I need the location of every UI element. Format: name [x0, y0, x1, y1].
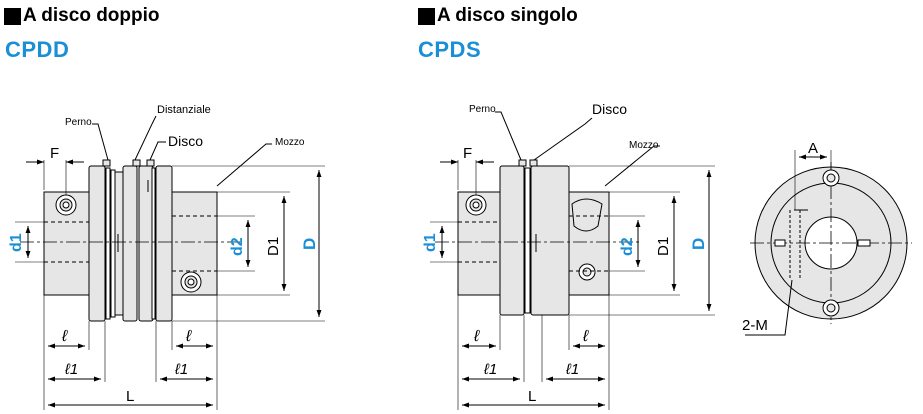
spacer-right-plate — [138, 165, 154, 322]
right-flange — [155, 165, 173, 322]
cpdd-D1-label: D1 — [265, 237, 282, 256]
cpds-A-label: A — [808, 140, 818, 157]
cpds-d1-label: d1 — [422, 233, 439, 252]
disc-pack-right — [151, 167, 156, 320]
cpdd-disco-label: Disco — [168, 133, 203, 149]
cpdd-perno-label: Perno — [65, 117, 92, 128]
black-square-icon — [4, 7, 21, 25]
cpds-disco-label: Disco — [592, 101, 627, 117]
cpds-M-label: 2-M — [742, 317, 768, 334]
cpds-l-label: ℓ — [473, 328, 480, 345]
cpds-D1-label: D1 — [655, 237, 672, 256]
cpds-disc — [524, 167, 531, 314]
cpdd-l1b-label: ℓ1 — [174, 361, 188, 378]
cpds-l1a-label: ℓ1 — [483, 361, 497, 378]
right-code: CPDS — [418, 37, 482, 62]
cpds-d2-label: d2 — [619, 237, 636, 256]
left-header: A disco doppio — [4, 5, 160, 27]
cpds-left-flange — [499, 165, 525, 316]
disc-pack-left-2 — [110, 169, 116, 318]
black-square-icon — [418, 7, 435, 25]
cpds-end-view — [745, 150, 912, 336]
spacer-left-plate — [122, 165, 138, 322]
cpds-drawing — [430, 111, 715, 410]
left-flange — [88, 165, 106, 322]
right-title: A disco singolo — [437, 5, 578, 26]
cpds-right-flange — [530, 165, 570, 316]
cpdd-l1a-label: ℓ1 — [64, 361, 78, 378]
cpdd-l-label: ℓ — [61, 328, 68, 345]
cpds-mozzo-label: Mozzo — [629, 140, 659, 151]
left-title: A disco doppio — [23, 5, 160, 26]
spacer-bar — [114, 171, 124, 316]
disc-pack-left — [105, 167, 111, 320]
cpdd-drawing — [15, 115, 325, 410]
cpds-l1b-label: ℓ1 — [565, 361, 579, 378]
cpdd-d2-label: d2 — [229, 237, 246, 256]
right-header: A disco singolo — [418, 5, 578, 27]
cpds-D-label: D — [689, 238, 708, 250]
cpds-l2-label: ℓ — [582, 328, 589, 345]
cpdd-F-label: F — [50, 145, 59, 162]
cpdd-mozzo-label: Mozzo — [275, 137, 305, 148]
cpdd-D-label: D — [300, 238, 319, 250]
left-code: CPDD — [5, 37, 70, 62]
cpdd-distanziale-label: Distanziale — [157, 104, 211, 116]
cpds-L-label: L — [528, 388, 536, 405]
cpds-F-label: F — [463, 145, 472, 162]
cpds-perno-label: Perno — [469, 104, 496, 115]
cpdd-l2-label: ℓ — [185, 328, 192, 345]
cpdd-d1-label: d1 — [8, 233, 25, 252]
cpdd-L-label: L — [126, 388, 134, 405]
